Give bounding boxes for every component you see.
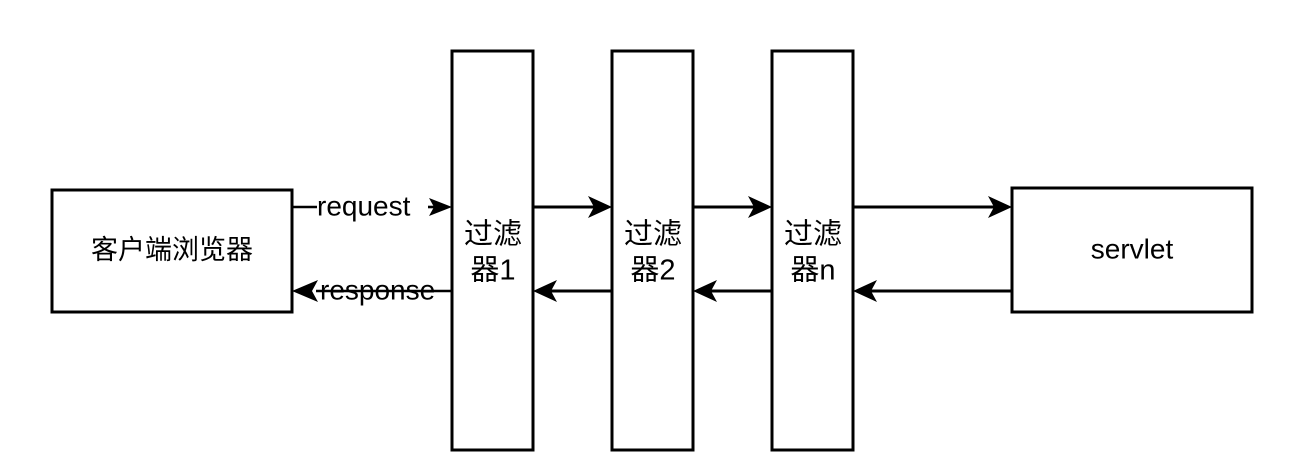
client-browser-box[interactable]	[50, 188, 294, 314]
node-servlet[interactable]: servlet	[1010, 186, 1254, 314]
node-filter-n[interactable]: 过滤 器n	[770, 49, 855, 452]
response-label: response	[320, 274, 435, 305]
filter-n-label-line1: 过滤	[784, 218, 842, 251]
filter-1-label-line1: 过滤	[464, 218, 522, 251]
return-arrow-fn-f2	[693, 280, 717, 302]
edge-forward-filtern-to-servlet	[853, 196, 1012, 218]
edge-response-filter1-to-client: response	[292, 274, 452, 305]
request-arrow-head	[429, 198, 452, 216]
filter-2-label-line2: 器2	[630, 255, 675, 287]
response-arrow-head	[292, 280, 318, 302]
client-browser-label: 客户端浏览器	[91, 235, 253, 265]
edge-forward-filter1-to-filter2	[533, 196, 612, 218]
filter-1-box[interactable]	[450, 49, 535, 452]
request-label: request	[317, 190, 411, 221]
filter-2-box[interactable]	[610, 49, 695, 452]
filter-1-label-line2: 器1	[470, 255, 515, 287]
edge-return-servlet-to-filtern	[853, 280, 1012, 302]
servlet-label: servlet	[1091, 233, 1174, 264]
filter-2-label-line1: 过滤	[624, 218, 682, 251]
return-arrow-f2-f1	[533, 280, 557, 302]
node-client-browser[interactable]: 客户端浏览器	[50, 188, 294, 314]
forward-arrow-f1-f2	[588, 196, 612, 218]
servlet-box[interactable]	[1010, 186, 1254, 314]
forward-arrow-f2-fn	[748, 196, 772, 218]
forward-arrow-fn-servlet	[988, 196, 1012, 218]
edge-forward-filter2-to-filtern	[693, 196, 772, 218]
edge-return-filtern-to-filter2	[693, 280, 772, 302]
edge-request-client-to-filter1: request	[292, 190, 452, 221]
return-arrow-servlet-fn	[853, 280, 877, 302]
node-filter-2[interactable]: 过滤 器2	[610, 49, 695, 452]
edge-return-filter2-to-filter1	[533, 280, 612, 302]
filter-n-box[interactable]	[770, 49, 855, 452]
filter-n-label-line2: 器n	[790, 255, 835, 287]
node-filter-1[interactable]: 过滤 器1	[450, 49, 535, 452]
